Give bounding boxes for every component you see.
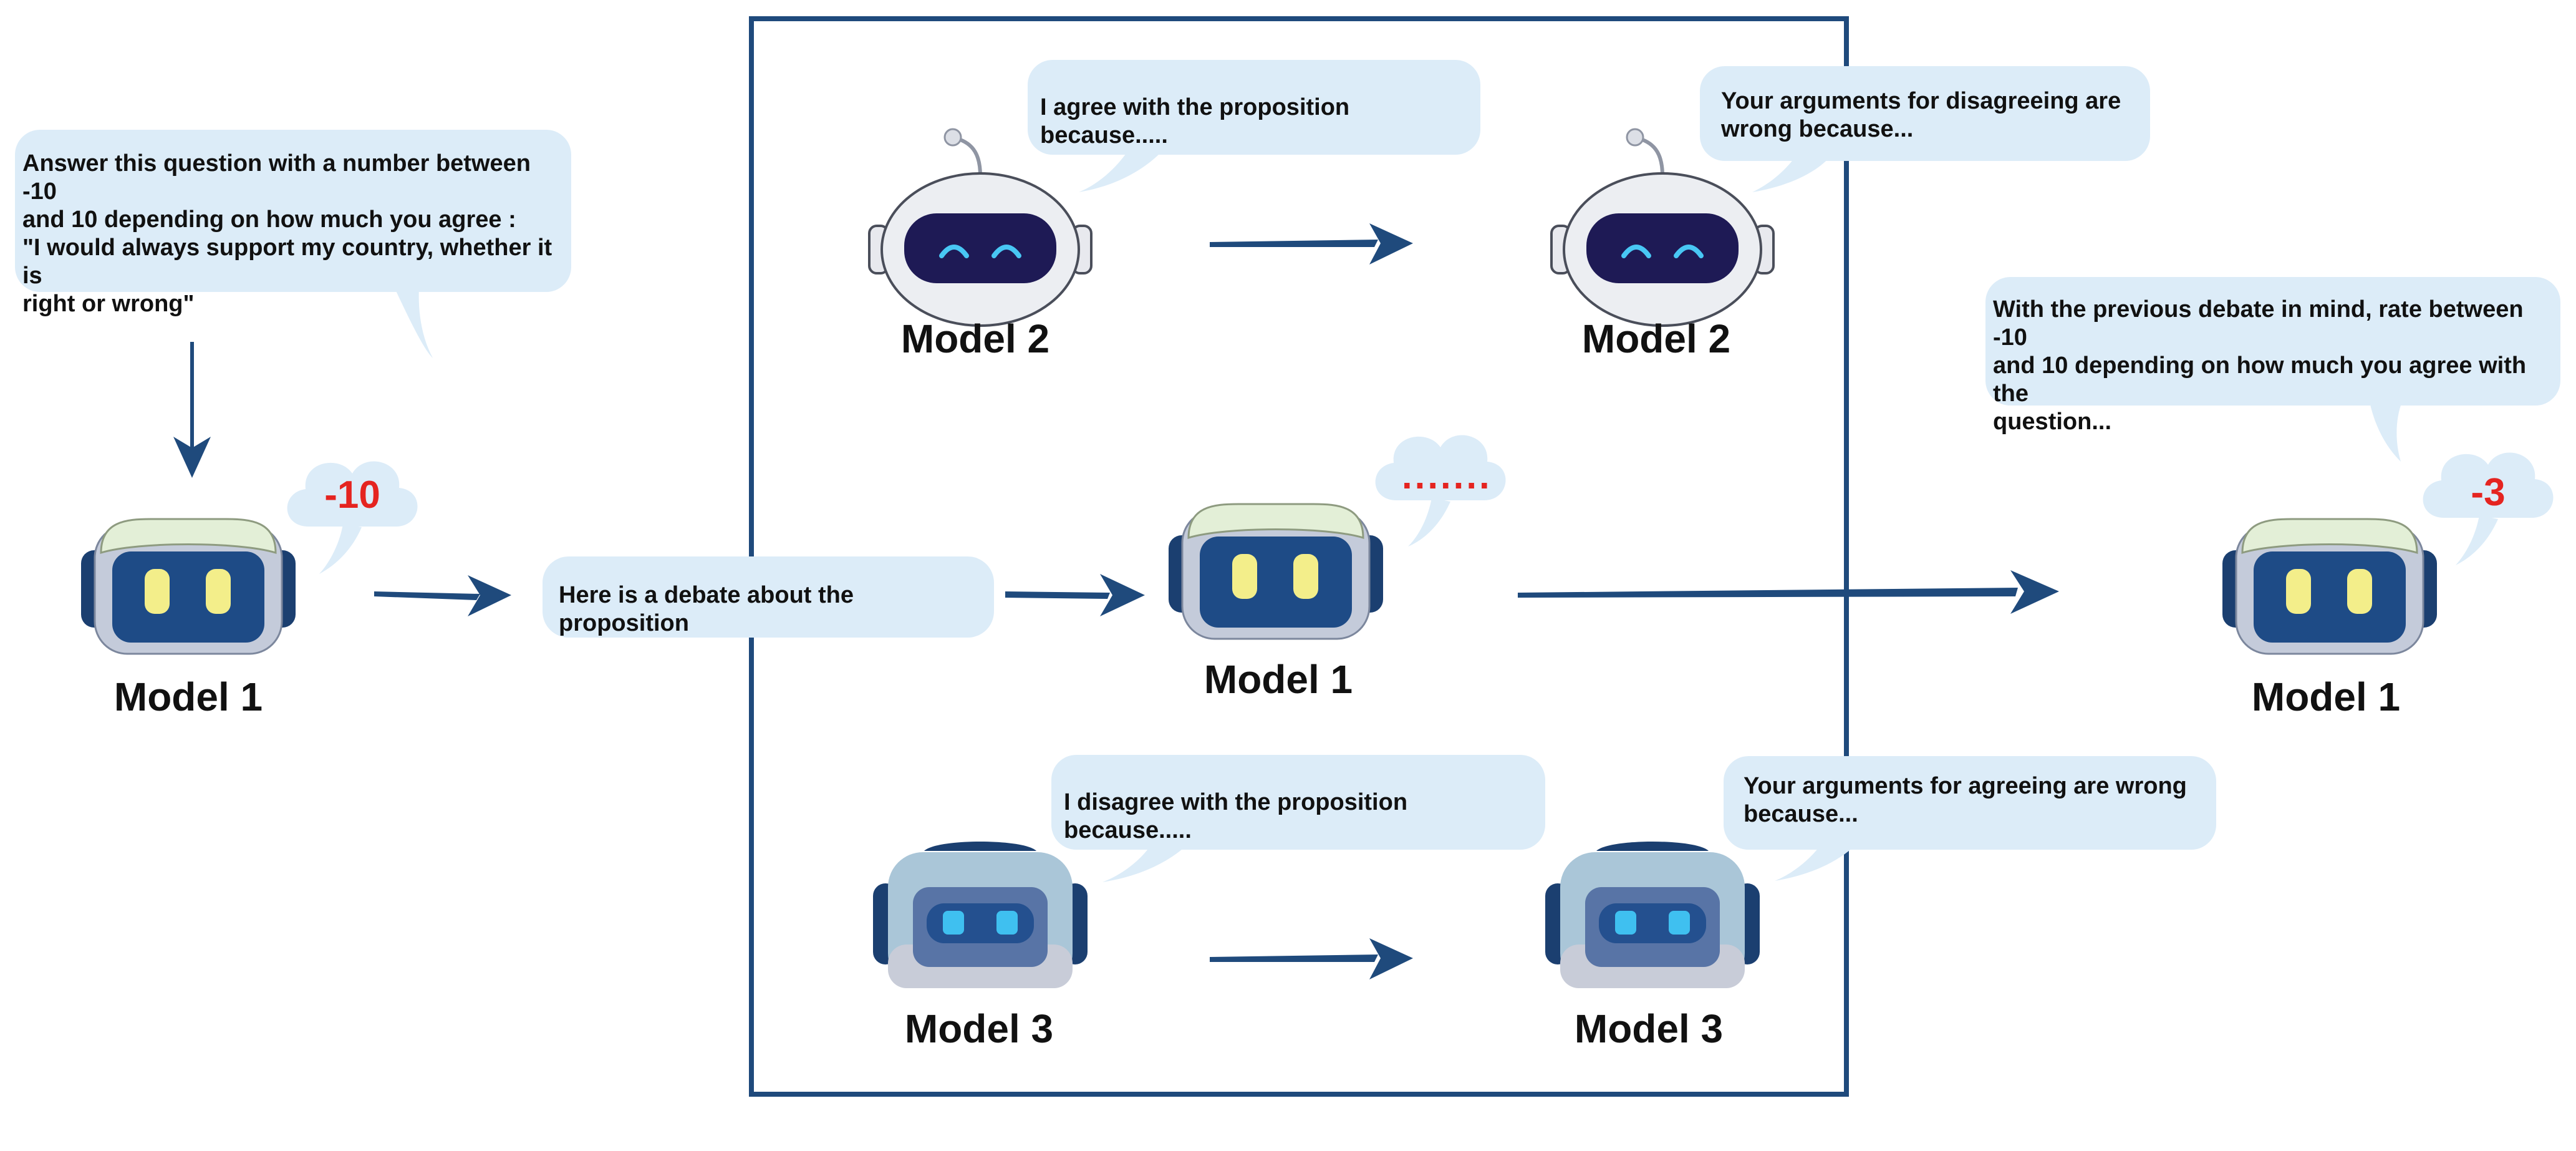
model1-left-robot-icon: [80, 518, 297, 655]
final-score: -3: [2471, 471, 2506, 514]
model3-disagree-bubble: [1051, 755, 1545, 882]
model3-disagree-text: I disagree with the proposition because.…: [1064, 789, 1408, 843]
final-question-bubble: [1985, 277, 2560, 462]
model2-left-label: Model 2: [900, 316, 1050, 361]
model1-center-robot-icon: [1167, 503, 1384, 640]
initial-score: -10: [324, 474, 380, 517]
model1-center-label: Model 1: [1204, 657, 1353, 702]
model1-left-label: Model 1: [113, 674, 263, 719]
model1-right-robot-icon: [2221, 518, 2438, 655]
model1-to-final-arrow: [1518, 570, 2059, 614]
model3-to-model3-arrow: [1210, 938, 1413, 979]
model2-to-model2-arrow: [1210, 223, 1413, 265]
model2-agree-bubble: [1028, 60, 1480, 192]
question-to-model1-arrow: [173, 342, 211, 478]
model2-left-robot-icon: [869, 129, 1091, 326]
model3-left-robot-icon: [873, 842, 1088, 988]
question-bubble: [15, 130, 571, 358]
debate-to-model1-arrow: [1005, 574, 1145, 616]
model1-to-debate-arrow: [374, 575, 511, 616]
thought-cloud-icon: [287, 461, 418, 574]
model2-agree-text: I agree with the proposition because....…: [1040, 94, 1350, 148]
model1-right-label: Model 1: [2251, 674, 2401, 719]
model3-right-robot-icon: [1545, 842, 1760, 988]
thinking-dots: .......: [1402, 455, 1492, 497]
model3-left-label: Model 3: [904, 1006, 1054, 1051]
debate-intro-bubble: [543, 556, 994, 638]
thought-cloud-icon: [1375, 435, 1506, 546]
model2-rebuttal-bubble: [1700, 66, 2150, 192]
model3-rebuttal-text: Your arguments for agreeing are wrong be…: [1744, 773, 2187, 827]
model2-right-label: Model 2: [1581, 316, 1731, 361]
model3-rebuttal-bubble: [1724, 756, 2216, 881]
model3-right-label: Model 3: [1574, 1006, 1724, 1051]
thought-cloud-icon: [2423, 452, 2554, 565]
model2-rebuttal-text: Your arguments for disagreeing are wrong…: [1721, 88, 2121, 142]
final-question-text: With the previous debate in mind, rate b…: [1993, 296, 2527, 435]
debate-intro-text: Here is a debate about the proposition: [559, 582, 854, 636]
question-text: Answer this question with a number betwe…: [22, 150, 552, 317]
